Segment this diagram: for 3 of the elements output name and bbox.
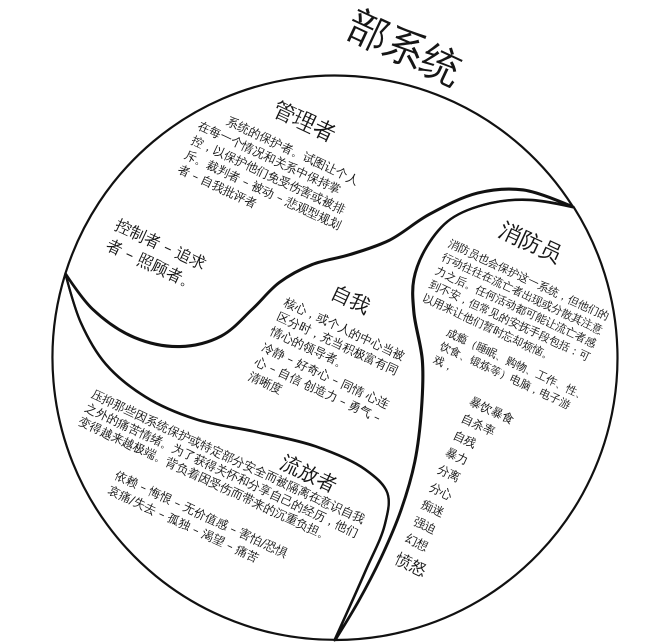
- diagram-title: 部系统: [340, 2, 468, 94]
- trait-list: 控制者 – 追求者 – 照顾者。: [102, 214, 222, 302]
- region-title: 自我: [328, 280, 374, 319]
